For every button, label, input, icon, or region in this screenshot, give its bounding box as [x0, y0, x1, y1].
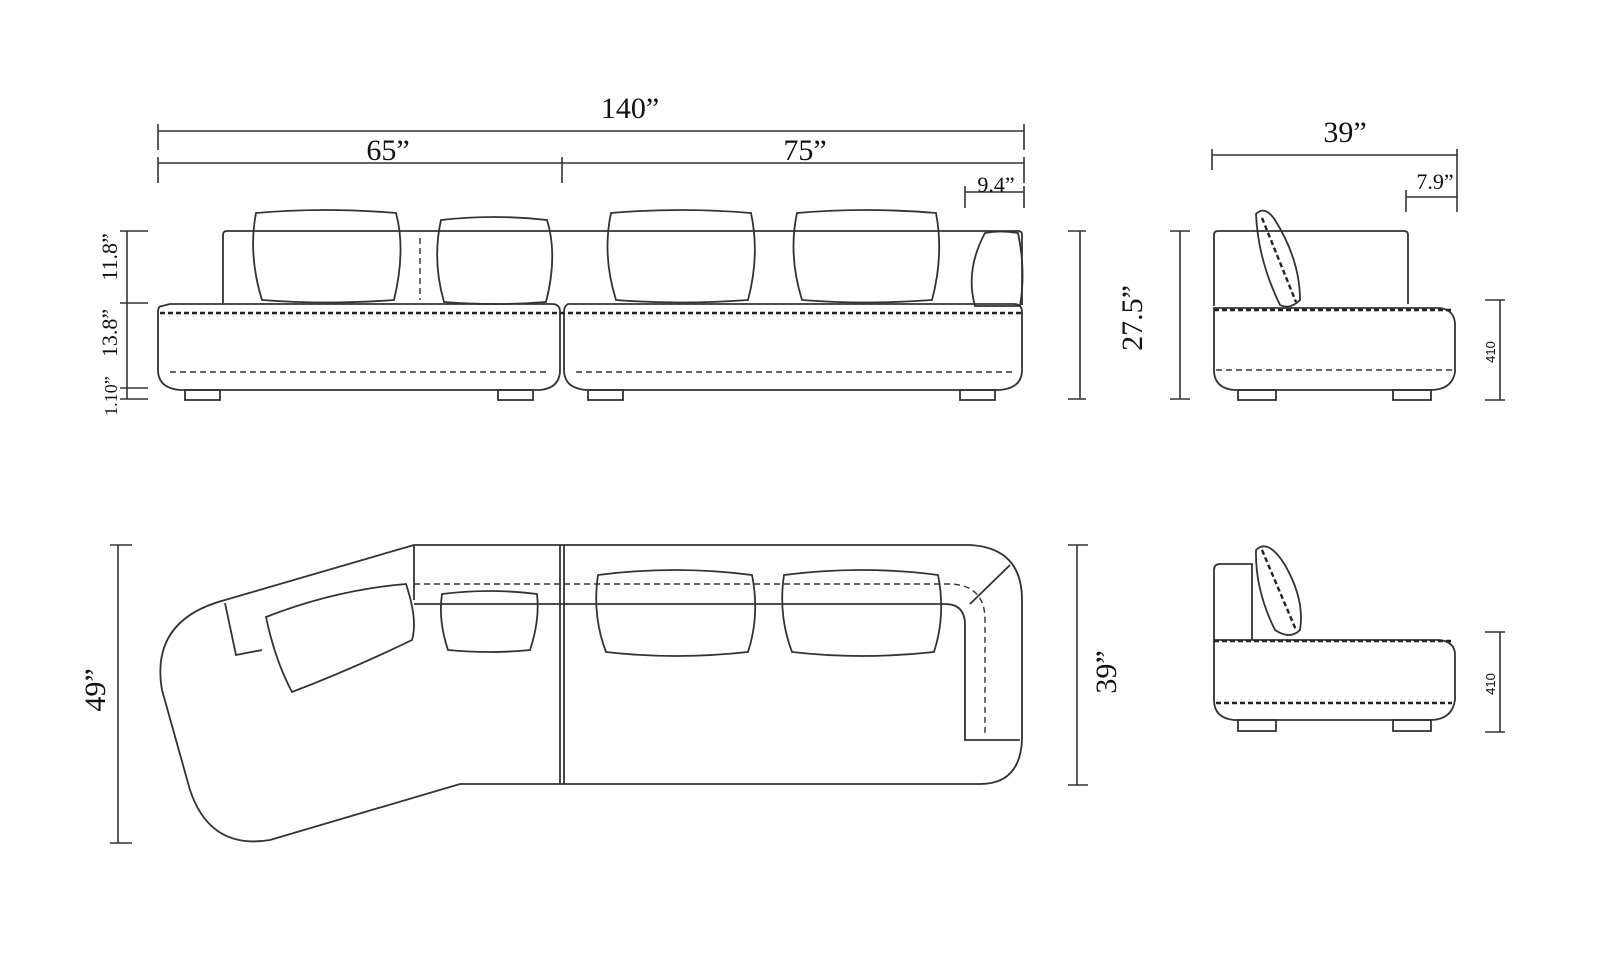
arm-width-label: 9.4” — [977, 172, 1014, 197]
front-view: 140” 65” 75” 9.4” 11.8” 13.8” 1.10” 27. — [97, 92, 1149, 416]
top-view: 49” 39” — [79, 544, 1123, 844]
right-depth-label: 39” — [1090, 650, 1123, 693]
back-thickness-label: 7.9” — [1416, 169, 1453, 194]
side-view-2: 410 — [1213, 545, 1505, 733]
side2-seat-label: 410 — [1483, 673, 1498, 695]
seat-height-label: 13.8” — [97, 309, 122, 357]
left-depth-label: 49” — [79, 668, 112, 711]
side-seat-label: 410 — [1483, 341, 1498, 363]
total-width-label: 140” — [601, 92, 659, 125]
left-width-label: 65” — [366, 134, 409, 167]
depth-label: 39” — [1323, 116, 1366, 149]
back-height-label: 11.8” — [97, 233, 122, 280]
side-view: 39” 7.9” 410 — [1170, 116, 1505, 401]
overall-height-label: 27.5” — [1116, 285, 1149, 351]
dimension-lines-top — [157, 124, 1025, 208]
right-width-label: 75” — [783, 134, 826, 167]
leg-height-label: 1.10” — [101, 376, 121, 416]
